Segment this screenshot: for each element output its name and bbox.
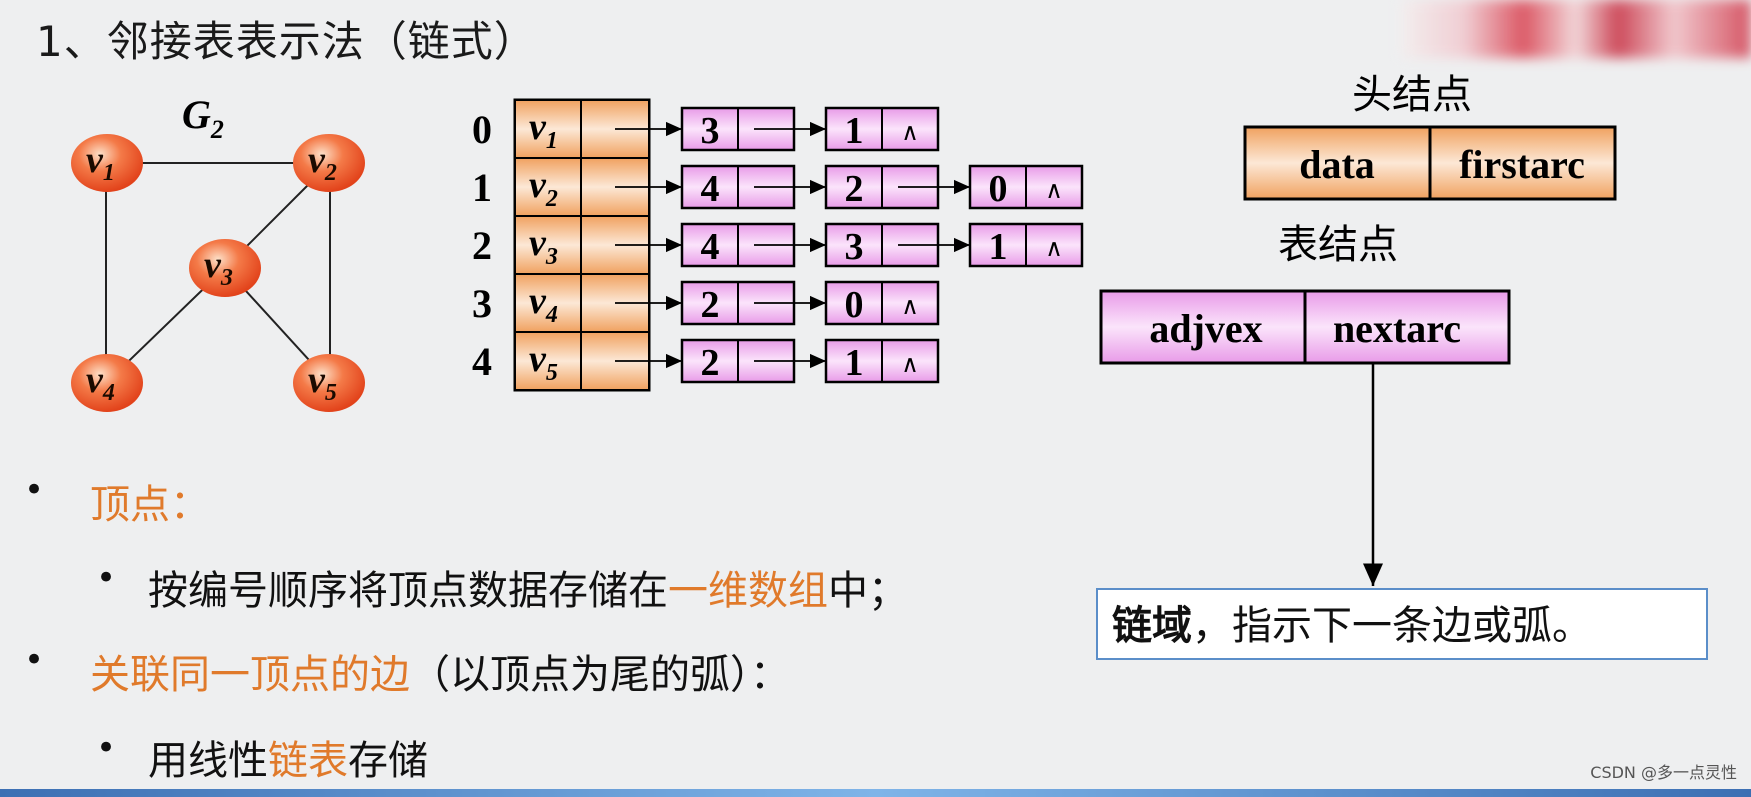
row-index: 4 bbox=[472, 339, 492, 384]
null-pointer: ∧ bbox=[1045, 234, 1063, 262]
null-pointer: ∧ bbox=[901, 292, 919, 320]
adjvex-value: 0 bbox=[845, 284, 864, 326]
adjvex-value: 4 bbox=[701, 168, 720, 210]
bullet-dot: • bbox=[96, 558, 117, 598]
bullet-edge-detail: 用线性链表存储 bbox=[148, 738, 428, 784]
vertex-label: v1 bbox=[529, 106, 558, 154]
vertex-label: v3 bbox=[529, 222, 558, 270]
bullet-dot: • bbox=[24, 470, 45, 510]
adjvex-value: 1 bbox=[845, 110, 864, 152]
list-node: 4 bbox=[680, 164, 826, 210]
list-node: 4 bbox=[680, 222, 826, 268]
list-node: 3 bbox=[680, 106, 826, 152]
bottom-bar bbox=[0, 789, 1751, 797]
list-node: 1∧ bbox=[824, 338, 940, 384]
adjvex-value: 1 bbox=[989, 226, 1008, 268]
head-node-diagram: 头结点 data firstarc bbox=[1243, 72, 1617, 201]
callout-text: ，指示下一条边或弧。 bbox=[1192, 603, 1592, 649]
svg-text:v1: v1 bbox=[86, 139, 115, 186]
list-node: 1∧ bbox=[824, 106, 940, 152]
list-node: 0∧ bbox=[968, 164, 1084, 210]
page-title: 1、邻接表表示法（链式） bbox=[36, 17, 537, 66]
callout-bold: 链域 bbox=[1112, 603, 1192, 649]
svg-text:v4: v4 bbox=[86, 359, 115, 406]
graph-g2: G2 v1 v2 v3 v4 v5 bbox=[71, 92, 365, 412]
vertex-v2: v2 bbox=[293, 134, 365, 192]
table-node-title: 表结点 bbox=[1278, 222, 1398, 268]
adjvex-value: 3 bbox=[845, 226, 864, 268]
bullet-edge-heading: 关联同一顶点的边（以顶点为尾的弧）： bbox=[90, 652, 790, 698]
list-node: 3 bbox=[824, 222, 970, 268]
watermark: CSDN @多一点灵性 bbox=[1590, 763, 1737, 782]
list-node: 1∧ bbox=[968, 222, 1084, 268]
adjvex-value: 3 bbox=[701, 110, 720, 152]
bullet-vertex-heading: 顶点： bbox=[90, 482, 210, 528]
vertex-v1: v1 bbox=[71, 134, 143, 192]
adjvex-value: 1 bbox=[845, 342, 864, 384]
row-index: 1 bbox=[472, 165, 492, 210]
null-pointer: ∧ bbox=[901, 350, 919, 378]
bullet-dot: • bbox=[24, 640, 45, 680]
list-node: 2 bbox=[680, 338, 826, 384]
graph-label: G2 bbox=[182, 92, 224, 144]
svg-text:v2: v2 bbox=[308, 139, 337, 186]
vertex-v5: v5 bbox=[293, 354, 365, 412]
row-index: 3 bbox=[472, 281, 492, 326]
table-field-nextarc: nextarc bbox=[1333, 306, 1461, 351]
null-pointer: ∧ bbox=[1045, 176, 1063, 204]
bullet-vertex-detail: 按编号顺序将顶点数据存储在一维数组中； bbox=[148, 568, 908, 614]
adjvex-value: 0 bbox=[989, 168, 1008, 210]
vertex-label: v2 bbox=[529, 164, 558, 212]
null-pointer: ∧ bbox=[901, 118, 919, 146]
head-field-data: data bbox=[1299, 142, 1375, 187]
list-node: 2 bbox=[680, 280, 826, 326]
row-index: 0 bbox=[472, 107, 492, 152]
svg-text:v3: v3 bbox=[204, 244, 233, 291]
table-field-adjvex: adjvex bbox=[1149, 306, 1262, 351]
list-node: 0∧ bbox=[824, 280, 940, 326]
adjvex-value: 2 bbox=[701, 342, 720, 384]
vertex-v3: v3 bbox=[189, 239, 261, 297]
adjvex-value: 2 bbox=[701, 284, 720, 326]
vertex-label: v4 bbox=[529, 280, 558, 328]
head-node-title: 头结点 bbox=[1352, 72, 1472, 118]
bullet-dot: • bbox=[96, 728, 117, 768]
adjvex-value: 2 bbox=[845, 168, 864, 210]
list-node: 2 bbox=[824, 164, 970, 210]
head-field-firstarc: firstarc bbox=[1459, 142, 1585, 187]
adjvex-value: 4 bbox=[701, 226, 720, 268]
link-field-callout: 链域，指示下一条边或弧。 bbox=[1096, 588, 1708, 660]
vertex-v4: v4 bbox=[71, 354, 143, 412]
svg-text:v5: v5 bbox=[308, 359, 337, 406]
table-node-diagram: 表结点 adjvex nextarc bbox=[1099, 222, 1511, 586]
vertex-label: v5 bbox=[529, 338, 558, 386]
blurred-logo bbox=[1401, 0, 1751, 58]
row-index: 2 bbox=[472, 223, 492, 268]
